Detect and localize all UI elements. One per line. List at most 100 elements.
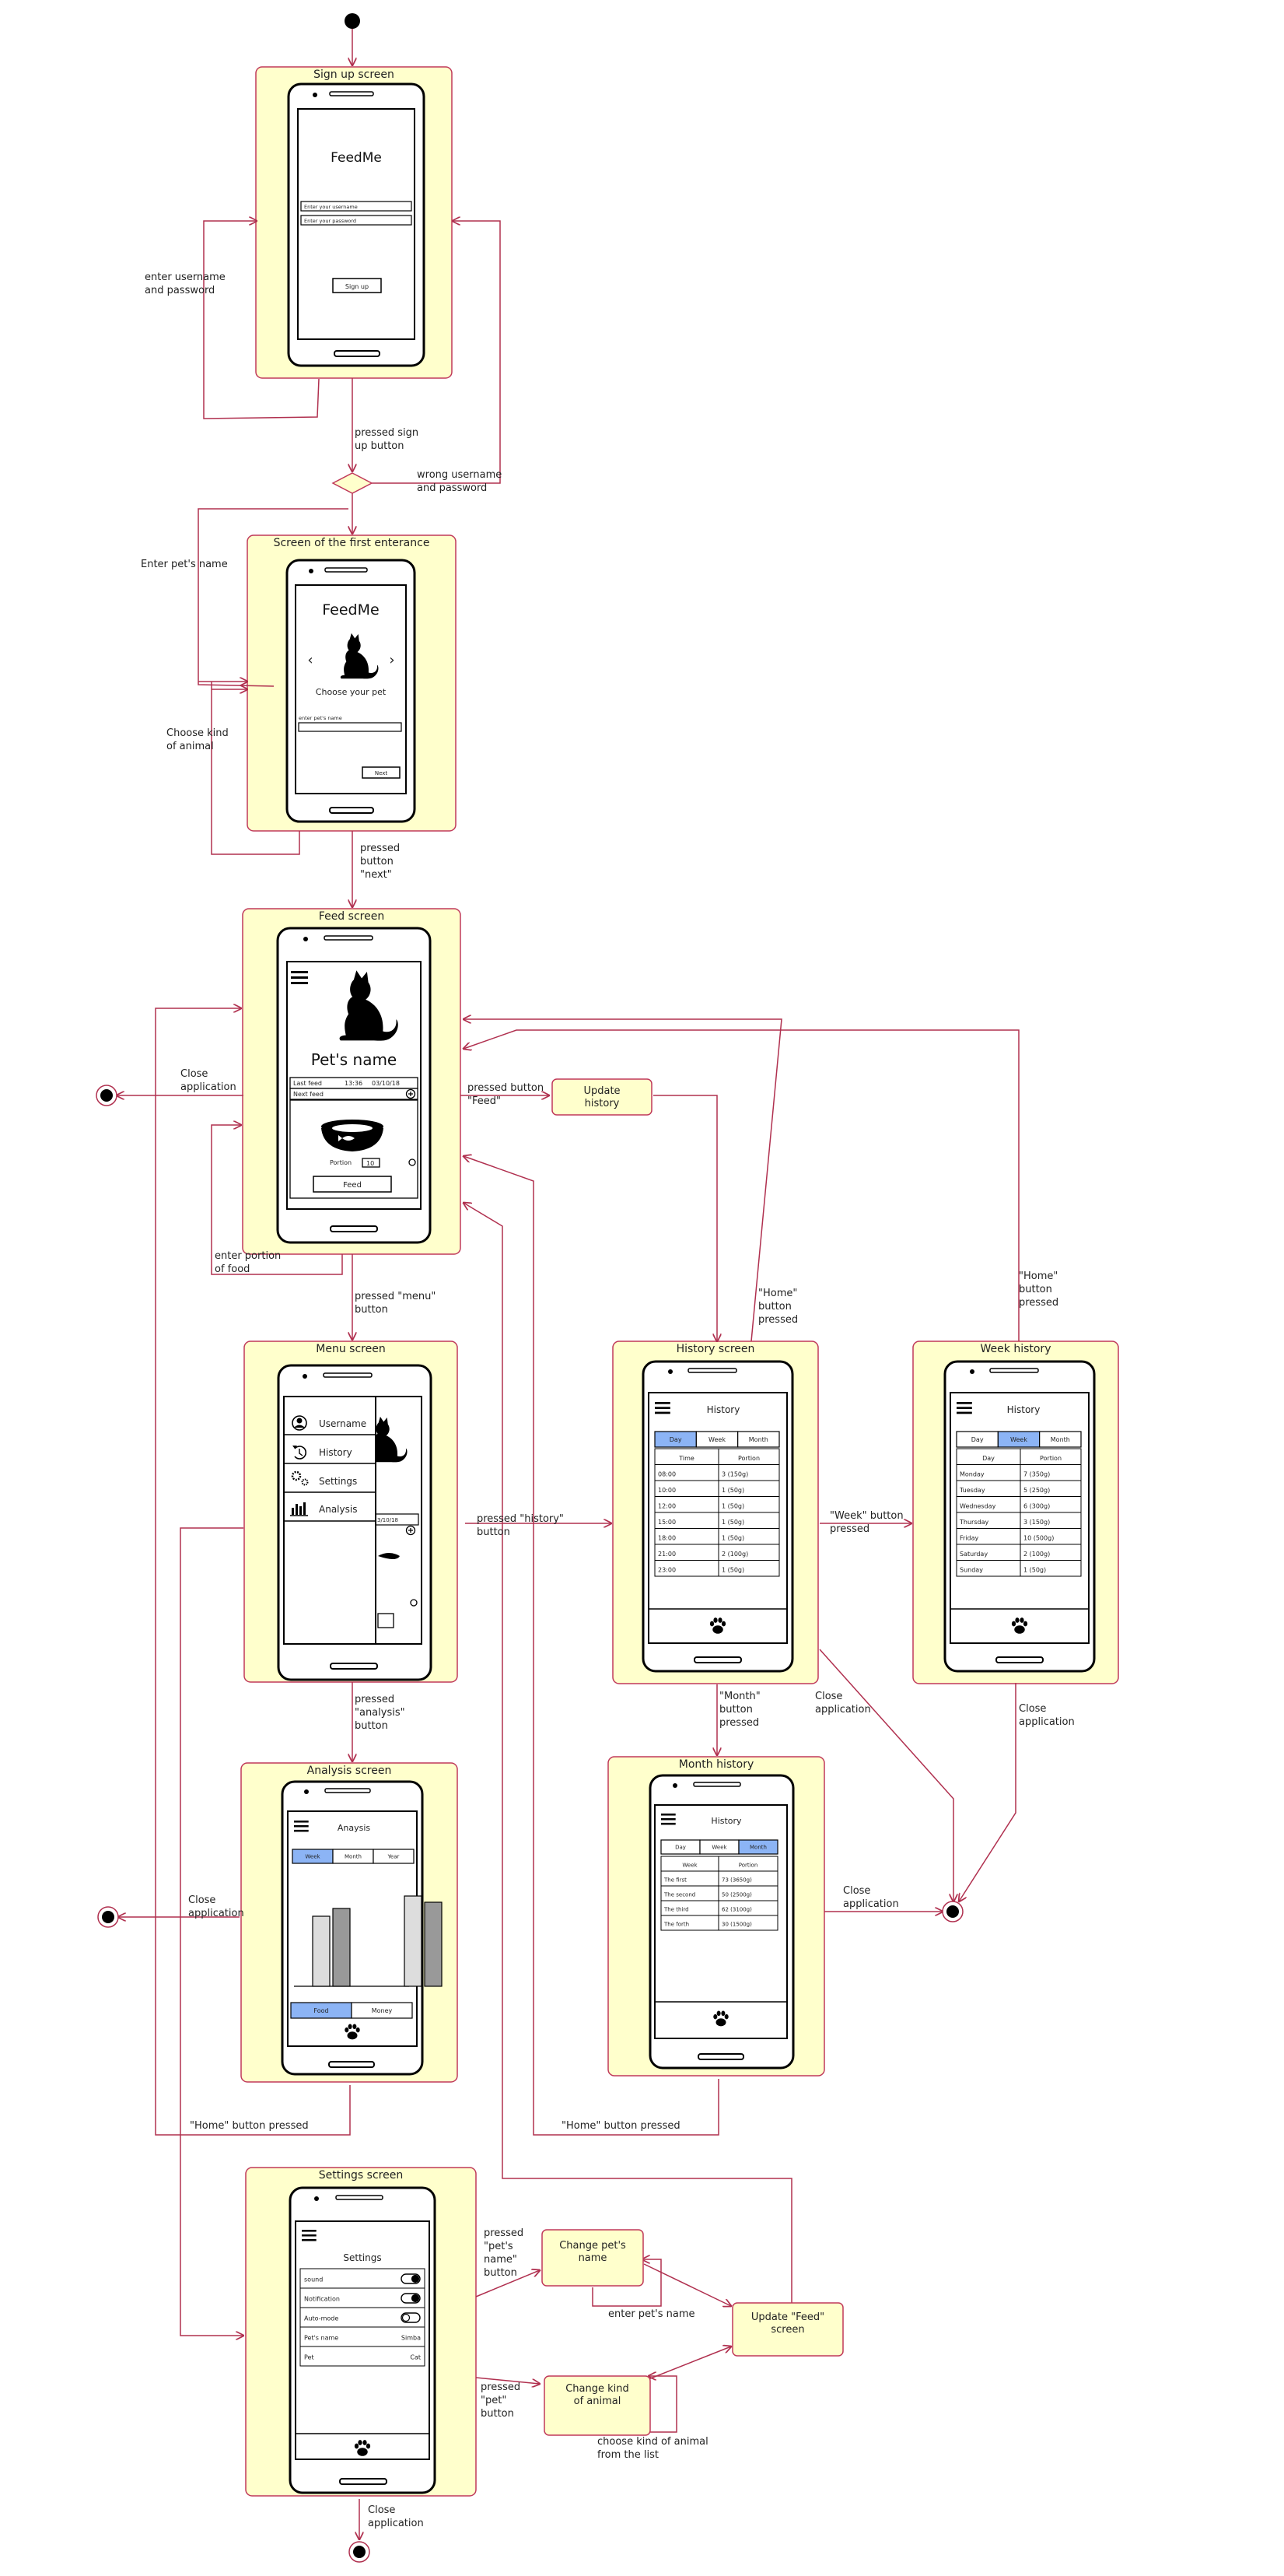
menu-icon[interactable] xyxy=(957,1402,972,1414)
state-title: Month history xyxy=(679,1758,754,1771)
settings-row[interactable]: sound xyxy=(299,2268,425,2289)
last-feed-time: 13:36 xyxy=(345,1080,362,1087)
feed-button[interactable] xyxy=(313,1176,392,1193)
history-icon xyxy=(294,1446,306,1460)
tab-label: Week xyxy=(712,1844,727,1850)
settings-value: Cat xyxy=(410,2354,421,2361)
settings-gear-icon[interactable] xyxy=(408,1158,416,1166)
analysis-bar xyxy=(312,1915,331,1987)
table-row: 08:00 3 (150g) xyxy=(654,1464,780,1481)
table-cell: 10:00 xyxy=(658,1487,676,1494)
menu-bg-date: 3/10/18 xyxy=(377,1517,398,1523)
menu-icon[interactable] xyxy=(294,1821,309,1832)
toggle-switch[interactable] xyxy=(401,2293,421,2304)
analysis-title: Anaysis xyxy=(338,1823,371,1833)
menu-item-settings[interactable]: Settings xyxy=(291,1470,357,1487)
tab-label: Day xyxy=(675,1844,686,1850)
edge-update-history xyxy=(653,1095,717,1341)
pet-name-field[interactable] xyxy=(298,722,402,732)
user-icon xyxy=(292,1415,307,1431)
feed-phone: Pet's name Last feed 13:36 03/10/18 Next… xyxy=(276,927,432,1244)
settings-row[interactable]: Auto-mode xyxy=(299,2307,425,2328)
edge-home-history xyxy=(464,1019,782,1342)
tab-month[interactable] xyxy=(738,1839,778,1855)
menu-item-label: Analysis xyxy=(319,1504,357,1515)
state-update-feed: Update "Feed"screen xyxy=(732,2302,844,2357)
menu-icon[interactable] xyxy=(661,1814,676,1825)
tab-month[interactable] xyxy=(1039,1431,1082,1448)
add-icon[interactable] xyxy=(405,1088,416,1099)
table-cell: 08:00 xyxy=(658,1470,676,1477)
next-button[interactable] xyxy=(362,766,401,779)
first-phone: FeedMe ‹ › Choose your pet enter pet's n… xyxy=(285,559,416,823)
feed-button-label: Feed xyxy=(343,1181,362,1190)
menu-icon[interactable] xyxy=(291,971,308,984)
week-title: History xyxy=(1007,1404,1041,1415)
table-cell: Week xyxy=(682,1863,698,1869)
table-cell: Wednesday xyxy=(960,1502,996,1509)
edge-enter-portion xyxy=(211,1125,343,1275)
bar-chart-icon xyxy=(290,1502,308,1516)
portion-label: Portion xyxy=(330,1159,352,1166)
portion-input[interactable] xyxy=(362,1158,380,1168)
table-cell: 1 (50g) xyxy=(722,1519,744,1526)
menu-item-analysis[interactable]: Analysis xyxy=(290,1502,357,1516)
table-cell: 3 (150g) xyxy=(722,1470,748,1477)
password-field[interactable] xyxy=(300,215,412,226)
bottom-tab-money[interactable] xyxy=(351,2002,413,2019)
label-pressed-feed: pressed button"Feed" xyxy=(467,1082,544,1107)
next-feed-label: Next feed xyxy=(293,1091,324,1098)
state-title: Week history xyxy=(981,1343,1051,1355)
analysis-bar xyxy=(424,1901,443,1987)
menu-item-history[interactable]: History xyxy=(292,1446,352,1460)
table-cell: Monday xyxy=(960,1470,985,1477)
table-cell: The third xyxy=(663,1907,689,1913)
choose-pet-caption: Choose your pet xyxy=(316,687,387,697)
toggle-switch[interactable] xyxy=(401,2273,421,2284)
username-field[interactable] xyxy=(300,201,412,212)
tab-month[interactable] xyxy=(737,1431,780,1448)
menu-item-label: Settings xyxy=(319,1476,357,1487)
settings-row[interactable]: Notification xyxy=(299,2287,425,2308)
menu-phone: 3/10/18 Username History Settings xyxy=(277,1364,432,1681)
edge-close-history xyxy=(819,1649,953,1901)
table-cell: Tuesday xyxy=(959,1487,985,1494)
state-title: Menu screen xyxy=(316,1343,385,1355)
edge-home-analysis xyxy=(155,1008,351,2136)
tab-label: Week xyxy=(708,1436,726,1443)
toggle-switch[interactable] xyxy=(401,2312,421,2323)
table-cell: 10 (500g) xyxy=(1023,1534,1054,1541)
edge-kind-update xyxy=(648,2346,731,2380)
menu-icon[interactable] xyxy=(655,1402,670,1414)
state-title: Sign up screen xyxy=(313,68,394,81)
signup-button[interactable] xyxy=(332,278,382,293)
chevron-left-icon[interactable]: ‹ xyxy=(307,652,313,668)
svg-text:Update "Feed"screen: Update "Feed"screen xyxy=(751,2311,824,2336)
tab-label: Year xyxy=(387,1853,400,1859)
final-node-settings xyxy=(348,2541,370,2563)
label-home-analysis: "Home" button pressed xyxy=(190,2120,309,2132)
menu-item-username[interactable]: Username xyxy=(292,1415,366,1431)
table-cell: Portion xyxy=(739,1863,758,1869)
tab-year[interactable] xyxy=(373,1849,415,1864)
menu-icon[interactable] xyxy=(302,2230,317,2241)
state-title: History screen xyxy=(677,1343,755,1355)
edge-home-week xyxy=(464,1029,1020,1341)
edge-wrong-credentials xyxy=(372,221,501,484)
table-cell: The second xyxy=(663,1892,695,1898)
table-cell: 73 (3650g) xyxy=(722,1877,752,1884)
chevron-right-icon[interactable]: › xyxy=(389,652,394,668)
